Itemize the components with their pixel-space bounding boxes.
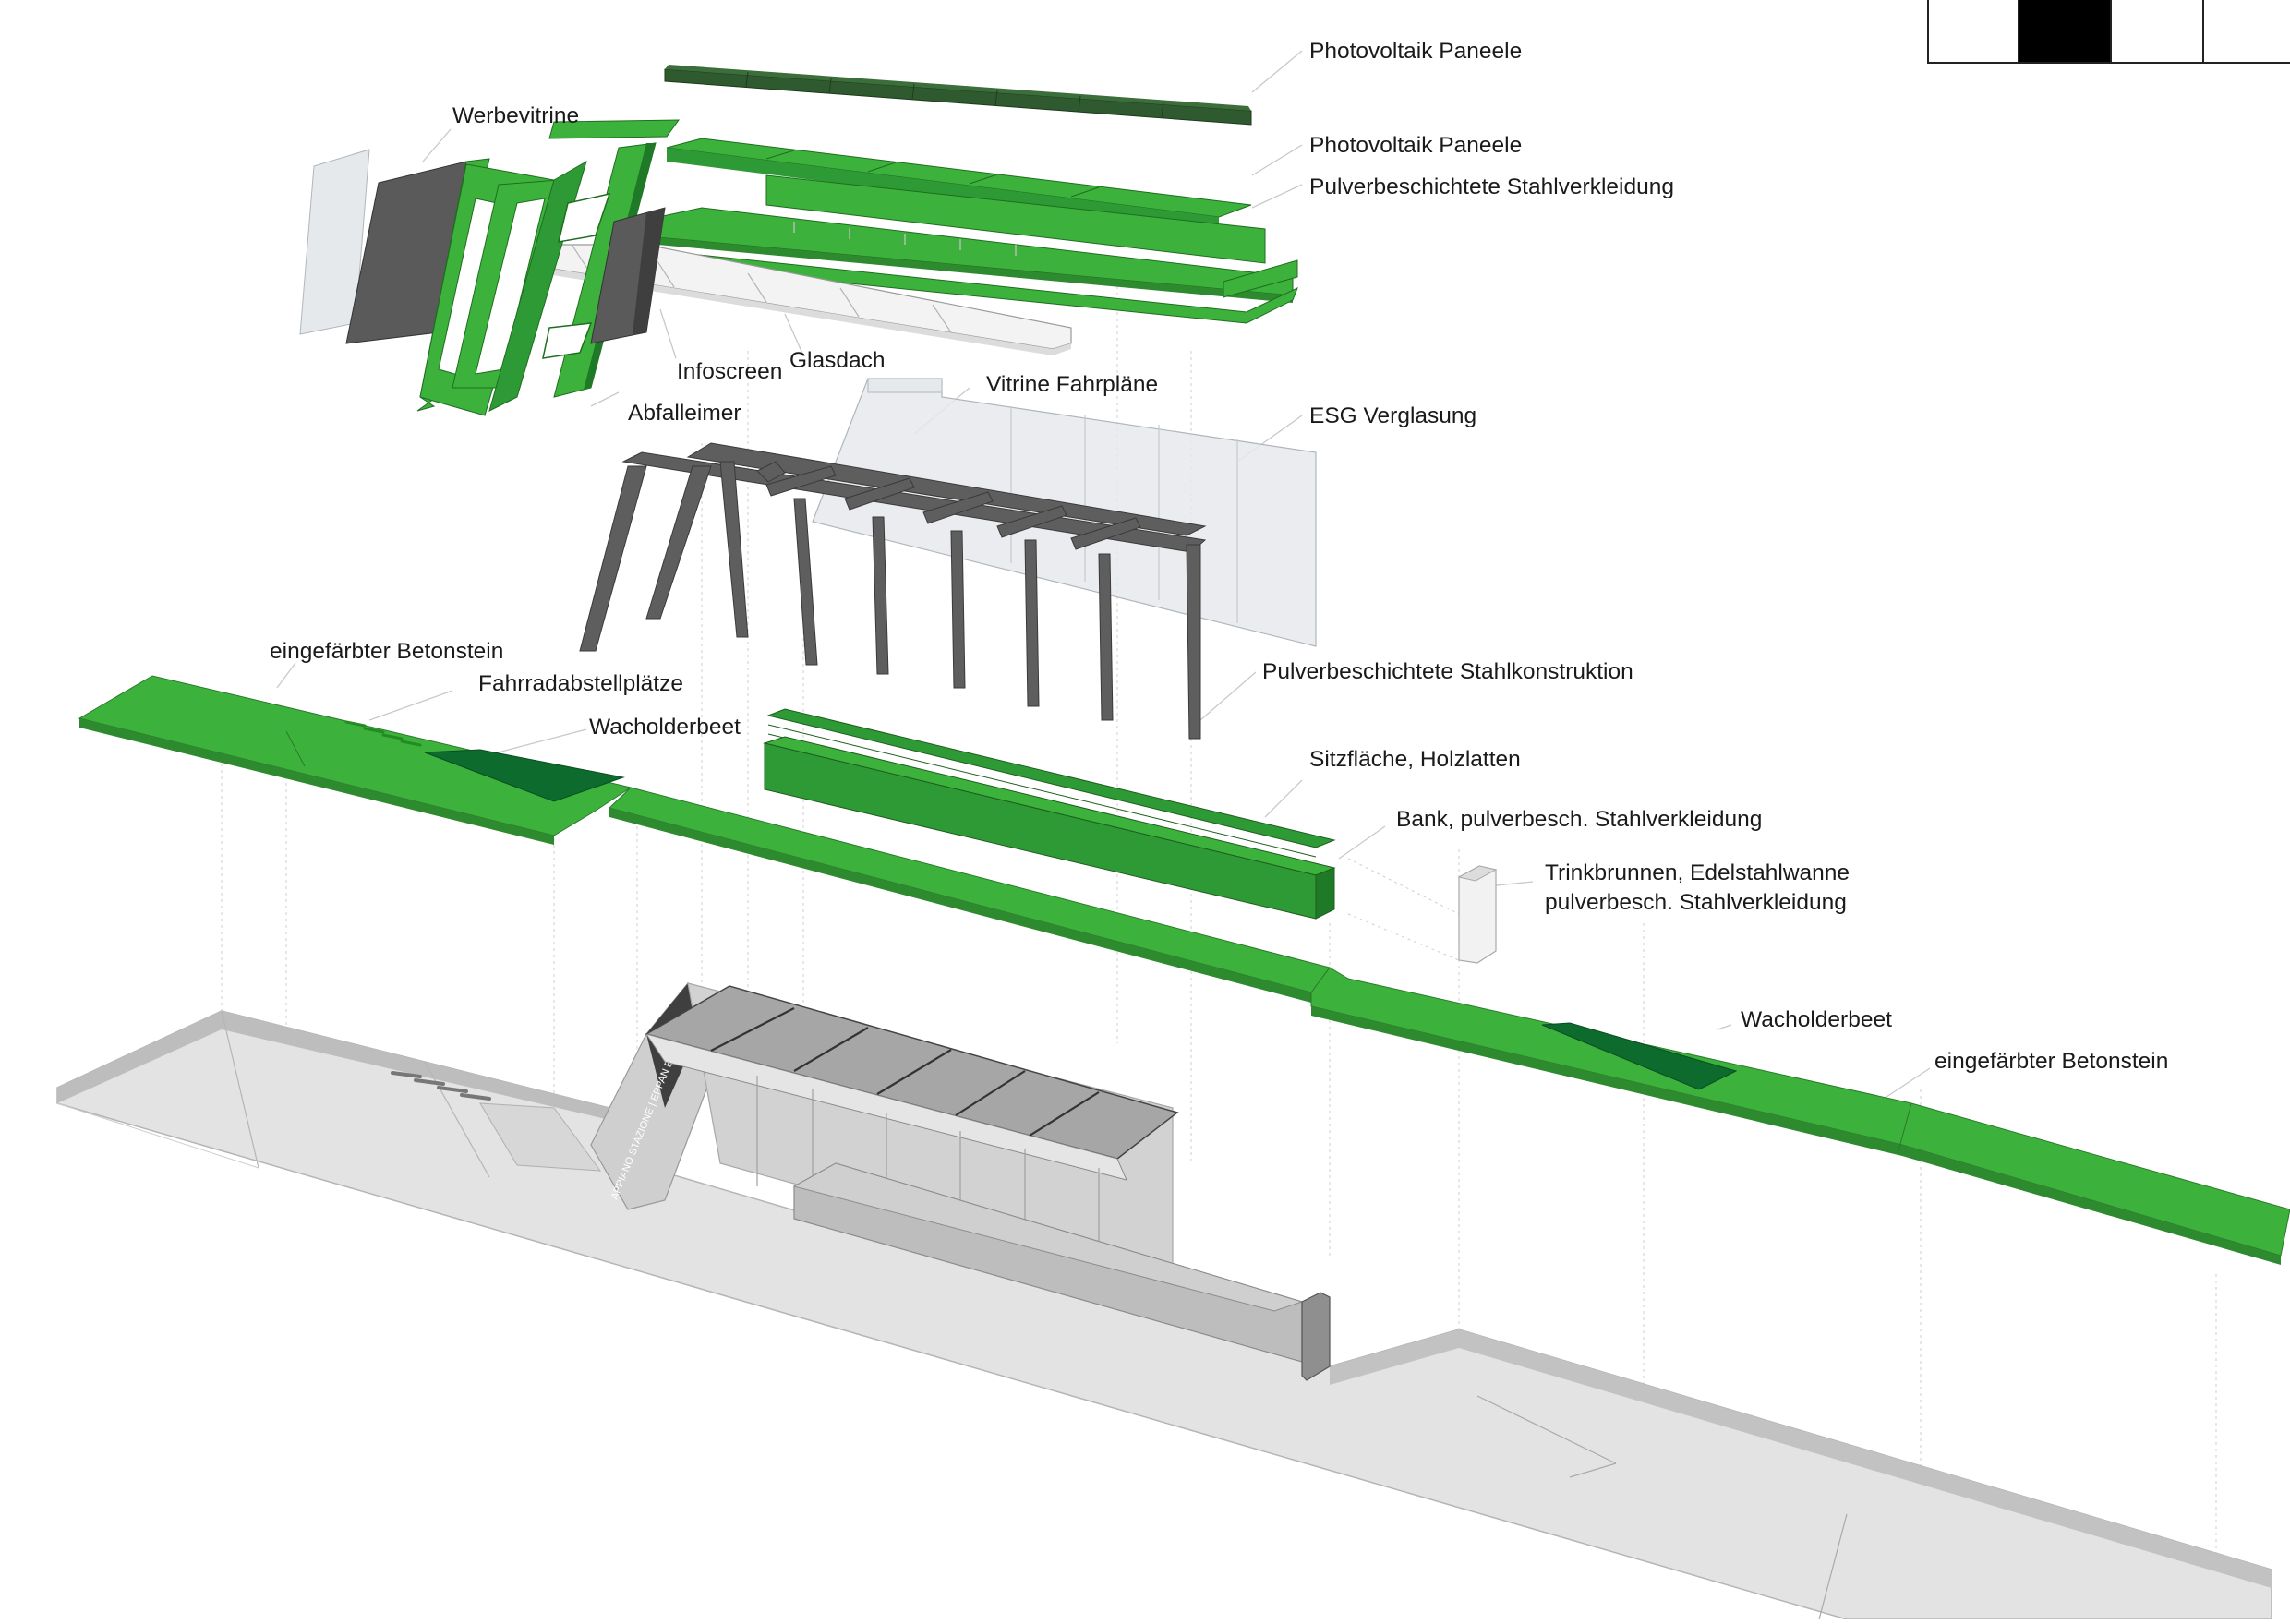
legend-box-2 bbox=[2018, 0, 2112, 64]
frame-cross-5 bbox=[996, 505, 1067, 538]
shelter-roof-front bbox=[645, 1033, 1127, 1181]
frame-cross-1 bbox=[756, 461, 786, 483]
frame-leg-1 bbox=[579, 465, 647, 652]
projection-lines bbox=[221, 286, 2217, 1606]
label-werbevitrine: Werbevitrine bbox=[452, 103, 579, 128]
label-betonstein-right: eingefärbter Betonstein bbox=[1934, 1049, 2168, 1074]
juniper-bed-left bbox=[424, 749, 625, 802]
pv-top-face bbox=[664, 68, 1252, 126]
drinking-fountain bbox=[1457, 865, 1498, 964]
green-pavement-layer bbox=[78, 675, 2290, 1265]
label-glasdach: Glasdach bbox=[789, 348, 886, 373]
frame-cross-3 bbox=[844, 477, 915, 511]
scale-legend bbox=[1927, 0, 2290, 64]
label-vitrine-fahrplaene: Vitrine Fahrpläne bbox=[986, 372, 1158, 397]
legend-box-3 bbox=[2110, 0, 2204, 64]
labels: Photovoltaik Paneele Photovoltaik Paneel… bbox=[270, 39, 2168, 1074]
werbevitrine-panel bbox=[548, 119, 680, 139]
fountain-top bbox=[1457, 865, 1498, 882]
frame-cross-6 bbox=[1070, 517, 1141, 550]
steel-frame bbox=[579, 442, 1207, 740]
cladding-end-tab bbox=[1223, 259, 1298, 298]
side-wall-components bbox=[299, 119, 680, 416]
frame-leg-7 bbox=[1024, 539, 1040, 707]
pavement-right-wing-edge bbox=[1311, 1006, 2281, 1265]
bike-racks bbox=[344, 720, 422, 747]
label-wacholderbeet-left: Wacholderbeet bbox=[589, 715, 741, 740]
label-trinkbrunnen-2: pulverbesch. Stahlverkleidung bbox=[1545, 890, 1847, 915]
bench-layer bbox=[763, 708, 1336, 920]
label-fahrradabstellplaetze: Fahrradabstellplätze bbox=[478, 671, 683, 696]
bench-seat-slats bbox=[766, 708, 1336, 848]
fountain-body bbox=[1458, 865, 1497, 964]
legend-box-4 bbox=[2202, 0, 2290, 64]
frame-lower-window bbox=[542, 322, 593, 359]
label-trinkbrunnen-1: Trinkbrunnen, Edelstahlwanne bbox=[1545, 860, 1850, 885]
frame-leg-4 bbox=[793, 498, 818, 666]
pavement-left-wing-edge bbox=[79, 718, 554, 845]
esg-glazing-joints bbox=[1010, 406, 1238, 623]
cladding-front-edge bbox=[637, 235, 1293, 303]
frame-beam-top bbox=[686, 442, 1207, 536]
label-bank: Bank, pulverbesch. Stahlverkleidung bbox=[1396, 807, 1762, 832]
cladding-top-face bbox=[765, 174, 1266, 264]
infoscreen-side bbox=[633, 208, 665, 334]
ground-curb-right bbox=[1330, 1329, 2272, 1588]
frame-leg-3 bbox=[719, 461, 749, 638]
vitrine-fahrplaene bbox=[867, 378, 943, 393]
label-infoscreen: Infoscreen bbox=[677, 359, 782, 384]
frame-leg-2 bbox=[645, 465, 712, 620]
label-pulver-stahlverkleidung: Pulverbeschichtete Stahlverkleidung bbox=[1309, 174, 1674, 199]
frame-small-window bbox=[558, 192, 611, 243]
pavement-strip-edge bbox=[609, 808, 1311, 1003]
label-pulver-stahlkonstruktion: Pulverbeschichtete Stahlkonstruktion bbox=[1262, 659, 1633, 684]
pv-top-panel-surface bbox=[665, 65, 1251, 111]
frame-leg-6 bbox=[950, 530, 966, 689]
ground-bike-area bbox=[479, 1102, 602, 1172]
roof-pv-top bbox=[664, 65, 1252, 126]
ground-bike-racks bbox=[391, 1071, 491, 1101]
label-wacholderbeet-right: Wacholderbeet bbox=[1741, 1007, 1892, 1032]
label-betonstein-left: eingefärbter Betonstein bbox=[270, 639, 503, 664]
door-frame-right bbox=[488, 160, 587, 412]
juniper-bed-right bbox=[1541, 1022, 1738, 1090]
pavement-left-wing bbox=[78, 675, 633, 836]
label-esg-verglasung: ESG Verglasung bbox=[1309, 403, 1476, 428]
frame-leg-9 bbox=[1186, 544, 1201, 740]
label-abfalleimer: Abfalleimer bbox=[628, 401, 741, 426]
frame-leg-5 bbox=[872, 516, 889, 675]
frame-cross-2 bbox=[765, 465, 837, 497]
cladding-dashes bbox=[793, 222, 1017, 256]
roof-steel-cladding bbox=[636, 174, 1298, 324]
label-photovoltaik-mid: Photovoltaik Paneele bbox=[1309, 133, 1522, 158]
shelter-fountain bbox=[1301, 1292, 1331, 1381]
frame-leg-8 bbox=[1098, 553, 1114, 721]
frame-cross-4 bbox=[922, 491, 994, 524]
shelter-roof-glazing-bars bbox=[710, 1007, 1100, 1137]
label-sitzflaeche: Sitzfläche, Holzlatten bbox=[1309, 747, 1521, 772]
label-photovoltaik-top: Photovoltaik Paneele bbox=[1309, 39, 1522, 64]
bench-end bbox=[1315, 867, 1335, 920]
ground-platform: APPIANO STAZIONE | EPPAN BAHNHOF bbox=[56, 981, 2272, 1620]
legend-box-1 bbox=[1927, 0, 2019, 64]
